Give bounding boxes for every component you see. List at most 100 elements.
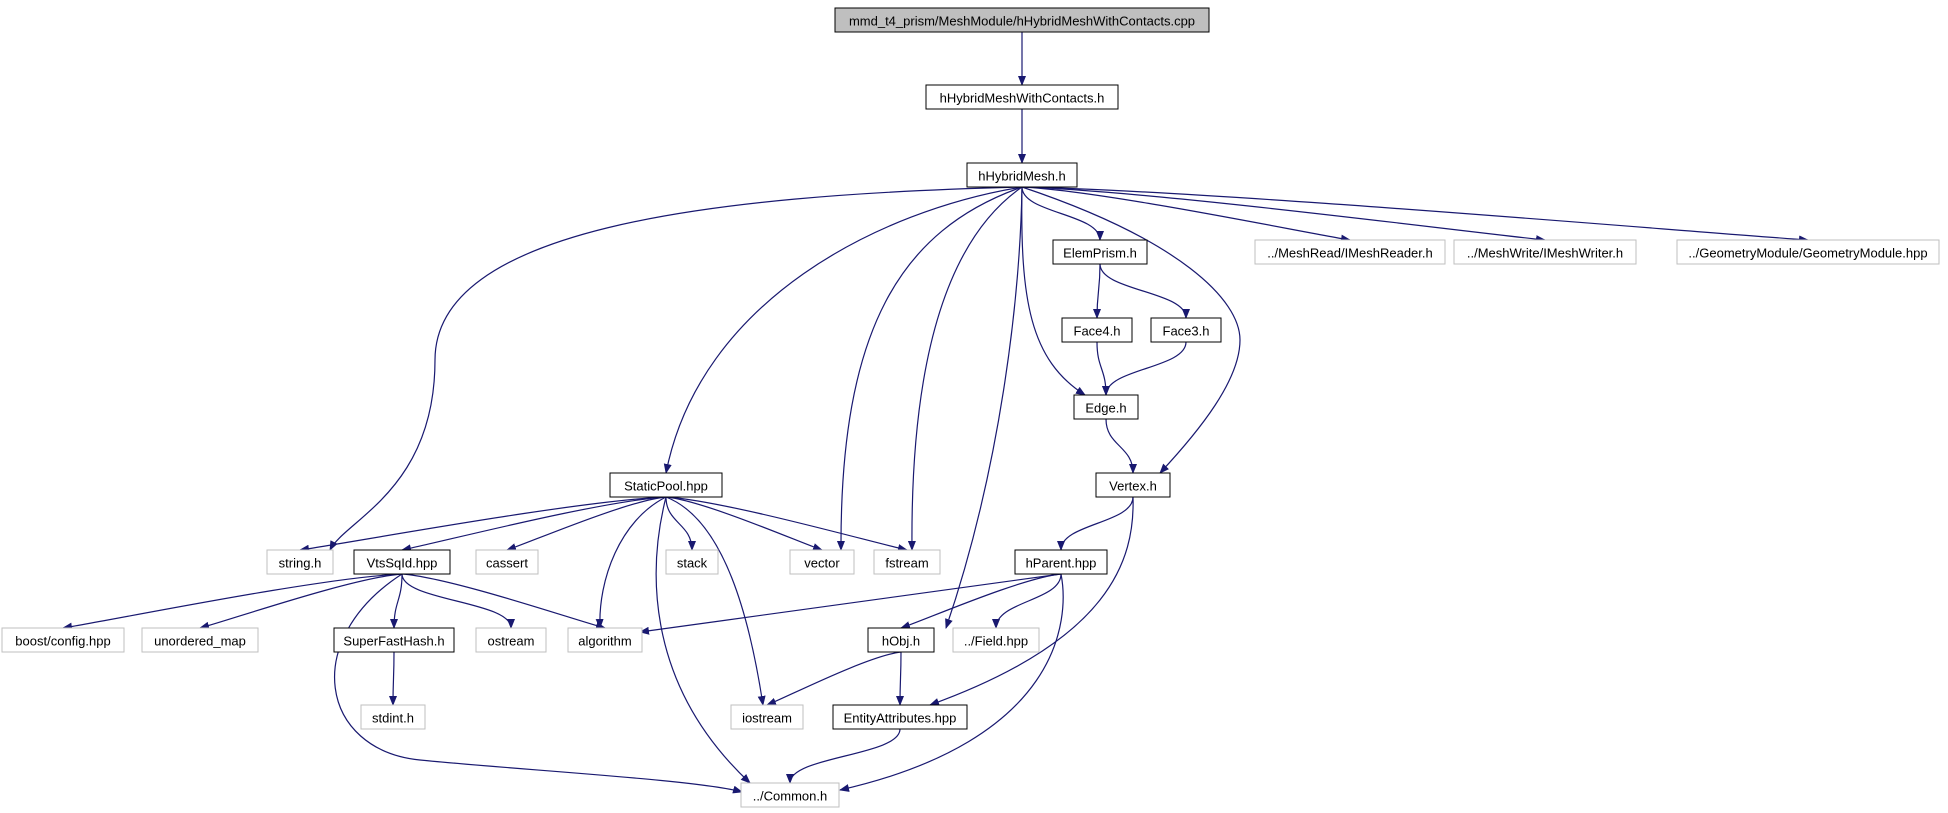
- edge-hybrid-mesh-h-to-static-pool: [663, 186, 1023, 474]
- node-hparent[interactable]: hParent.hpp: [1014, 549, 1108, 575]
- node-elem-prism-h[interactable]: ElemPrism.h: [1052, 239, 1148, 265]
- node-label: EntityAttributes.hpp: [844, 711, 957, 726]
- edge-hobj-h-to-iostream: [766, 651, 902, 706]
- node-label: cassert: [486, 556, 528, 571]
- node-entity-attributes[interactable]: EntityAttributes.hpp: [832, 704, 968, 730]
- node-vts-sqid[interactable]: VtsSqId.hpp: [353, 549, 451, 575]
- node-box: [567, 627, 643, 653]
- node-box: [1014, 549, 1108, 575]
- node-label: Edge.h: [1085, 401, 1126, 416]
- edge-hybrid-mesh-h-to-hobj-h: [945, 186, 1023, 629]
- node-box: [730, 704, 804, 730]
- node-box: [1095, 472, 1171, 498]
- node-box: [925, 84, 1119, 110]
- node-ostream: ostream: [475, 627, 547, 653]
- node-box: [141, 627, 259, 653]
- node-label: Face3.h: [1163, 324, 1210, 339]
- node-box: [867, 627, 935, 653]
- node-box: [609, 472, 723, 498]
- node-box: [353, 549, 451, 575]
- node-label: ostream: [488, 634, 535, 649]
- edge-static-pool-to-algorithm: [595, 496, 667, 629]
- node-label: ../Common.h: [753, 789, 827, 804]
- edge-static-pool-to-cassert: [506, 496, 667, 551]
- edge-vts-sqid-to-unordered-map: [199, 573, 403, 630]
- node-box: [873, 549, 941, 575]
- node-label: fstream: [885, 556, 928, 571]
- edge-static-pool-to-common-h: [655, 496, 751, 784]
- node-label: Face4.h: [1074, 324, 1121, 339]
- node-box: [1061, 317, 1133, 343]
- node-string-h: string.h: [266, 549, 334, 575]
- node-box: [1150, 317, 1222, 343]
- edge-vts-sqid-to-ostream: [401, 573, 515, 629]
- node-label: stack: [677, 556, 708, 571]
- node-label: hHybridMeshWithContacts.h: [940, 91, 1105, 106]
- node-label: algorithm: [578, 634, 631, 649]
- node-label: hParent.hpp: [1026, 556, 1097, 571]
- edge-edge-h-to-vertex-h: [1105, 418, 1137, 474]
- edge-static-pool-to-vector: [665, 496, 823, 551]
- edge-vts-sqid-to-common-h: [334, 573, 743, 794]
- node-label: hHybridMesh.h: [978, 169, 1065, 184]
- edge-hybrid-mesh-h-to-geometry-module: [1021, 186, 1809, 244]
- edge-hybrid-mesh-h-to-vertex-h: [1021, 186, 1241, 474]
- edge-hybrid-mesh-h-to-mesh-writer: [1021, 186, 1546, 244]
- edge-elem-prism-h-to-face4-h: [1093, 263, 1102, 319]
- node-box: [1453, 239, 1637, 265]
- edge-static-pool-to-string-h: [299, 496, 667, 553]
- node-label: ElemPrism.h: [1063, 246, 1137, 261]
- node-root[interactable]: mmd_t4_prism/MeshModule/hHybridMeshWithC…: [834, 7, 1210, 33]
- node-vertex-h[interactable]: Vertex.h: [1095, 472, 1171, 498]
- node-unordered-map: unordered_map: [141, 627, 259, 653]
- node-label: ../MeshRead/IMeshReader.h: [1267, 246, 1432, 261]
- node-hybrid-contacts-h[interactable]: hHybridMeshWithContacts.h: [925, 84, 1119, 110]
- edge-face4-h-to-edge-h: [1096, 341, 1110, 396]
- node-label: Vertex.h: [1109, 479, 1157, 494]
- node-superfasthash[interactable]: SuperFastHash.h: [333, 627, 455, 653]
- node-fstream: fstream: [873, 549, 941, 575]
- node-label: boost/config.hpp: [15, 634, 110, 649]
- node-iostream: iostream: [730, 704, 804, 730]
- node-stack: stack: [665, 549, 719, 575]
- node-face4-h[interactable]: Face4.h: [1061, 317, 1133, 343]
- node-label: mmd_t4_prism/MeshModule/hHybridMeshWithC…: [849, 14, 1195, 29]
- edge-static-pool-to-fstream: [665, 496, 908, 552]
- edge-hybrid-mesh-h-to-fstream: [907, 186, 1023, 551]
- node-cassert: cassert: [475, 549, 539, 575]
- node-label: string.h: [279, 556, 322, 571]
- node-label: hObj.h: [882, 634, 920, 649]
- node-edge-h[interactable]: Edge.h: [1073, 394, 1139, 420]
- node-mesh-writer: ../MeshWrite/IMeshWriter.h: [1453, 239, 1637, 265]
- node-stdint-h: stdint.h: [360, 704, 426, 730]
- node-box: [1676, 239, 1940, 265]
- node-box: [1073, 394, 1139, 420]
- node-field-hpp: ../Field.hpp: [952, 627, 1040, 653]
- edge-hobj-h-to-entity-attributes: [896, 651, 905, 706]
- node-label: stdint.h: [372, 711, 414, 726]
- edge-vertex-h-to-hparent: [1057, 496, 1134, 551]
- node-static-pool[interactable]: StaticPool.hpp: [609, 472, 723, 498]
- node-box: [789, 549, 855, 575]
- node-face3-h[interactable]: Face3.h: [1150, 317, 1222, 343]
- node-hobj-h[interactable]: hObj.h: [867, 627, 935, 653]
- node-box: [1254, 239, 1446, 265]
- node-label: ../Field.hpp: [964, 634, 1028, 649]
- edge-hybrid-mesh-h-to-edge-h: [1021, 186, 1086, 396]
- edge-face3-h-to-edge-h: [1102, 341, 1187, 396]
- node-label: VtsSqId.hpp: [367, 556, 438, 571]
- node-label: iostream: [742, 711, 792, 726]
- node-label: SuperFastHash.h: [343, 634, 444, 649]
- node-box: [1052, 239, 1148, 265]
- edge-hparent-to-hobj-h: [900, 573, 1062, 629]
- node-hybrid-mesh-h[interactable]: hHybridMesh.h: [966, 162, 1078, 188]
- edge-static-pool-to-iostream: [665, 496, 766, 706]
- edge-hybrid-mesh-h-to-vector: [836, 186, 1023, 551]
- node-label: ../GeometryModule/GeometryModule.hpp: [1688, 246, 1927, 261]
- node-label: vector: [804, 556, 840, 571]
- edge-superfasthash-to-stdint-h: [389, 651, 398, 706]
- edge-hybrid-mesh-h-to-string-h: [329, 186, 1023, 551]
- edge-hparent-to-field-hpp: [992, 573, 1062, 629]
- edge-hybrid-mesh-h-to-elem-prism-h: [1021, 186, 1104, 241]
